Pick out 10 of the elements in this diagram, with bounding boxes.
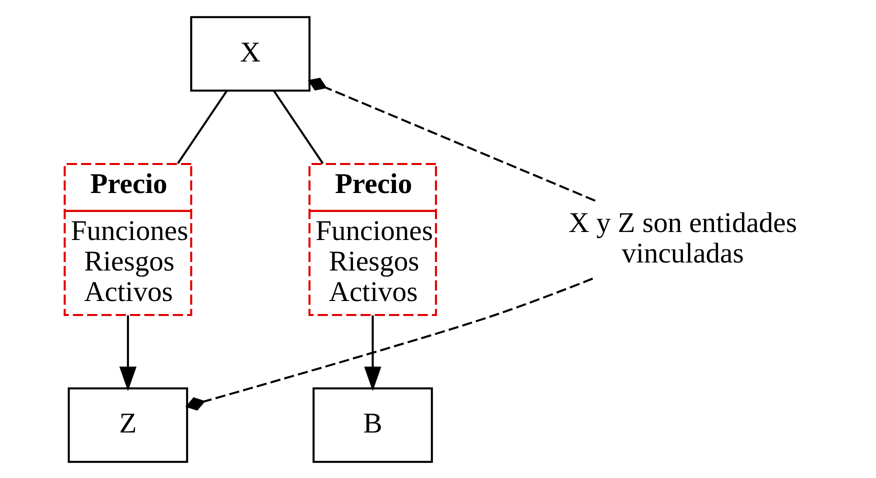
connector [273,90,324,164]
node-box: B [312,386,433,462]
arrow [119,314,137,391]
node-box: Z [68,386,188,462]
node-text: X y Z son entidades vinculadas [568,207,797,269]
connector [308,77,596,202]
arrow [364,314,382,391]
connector [176,90,228,164]
connector [185,277,594,410]
node-box: X [190,16,310,92]
